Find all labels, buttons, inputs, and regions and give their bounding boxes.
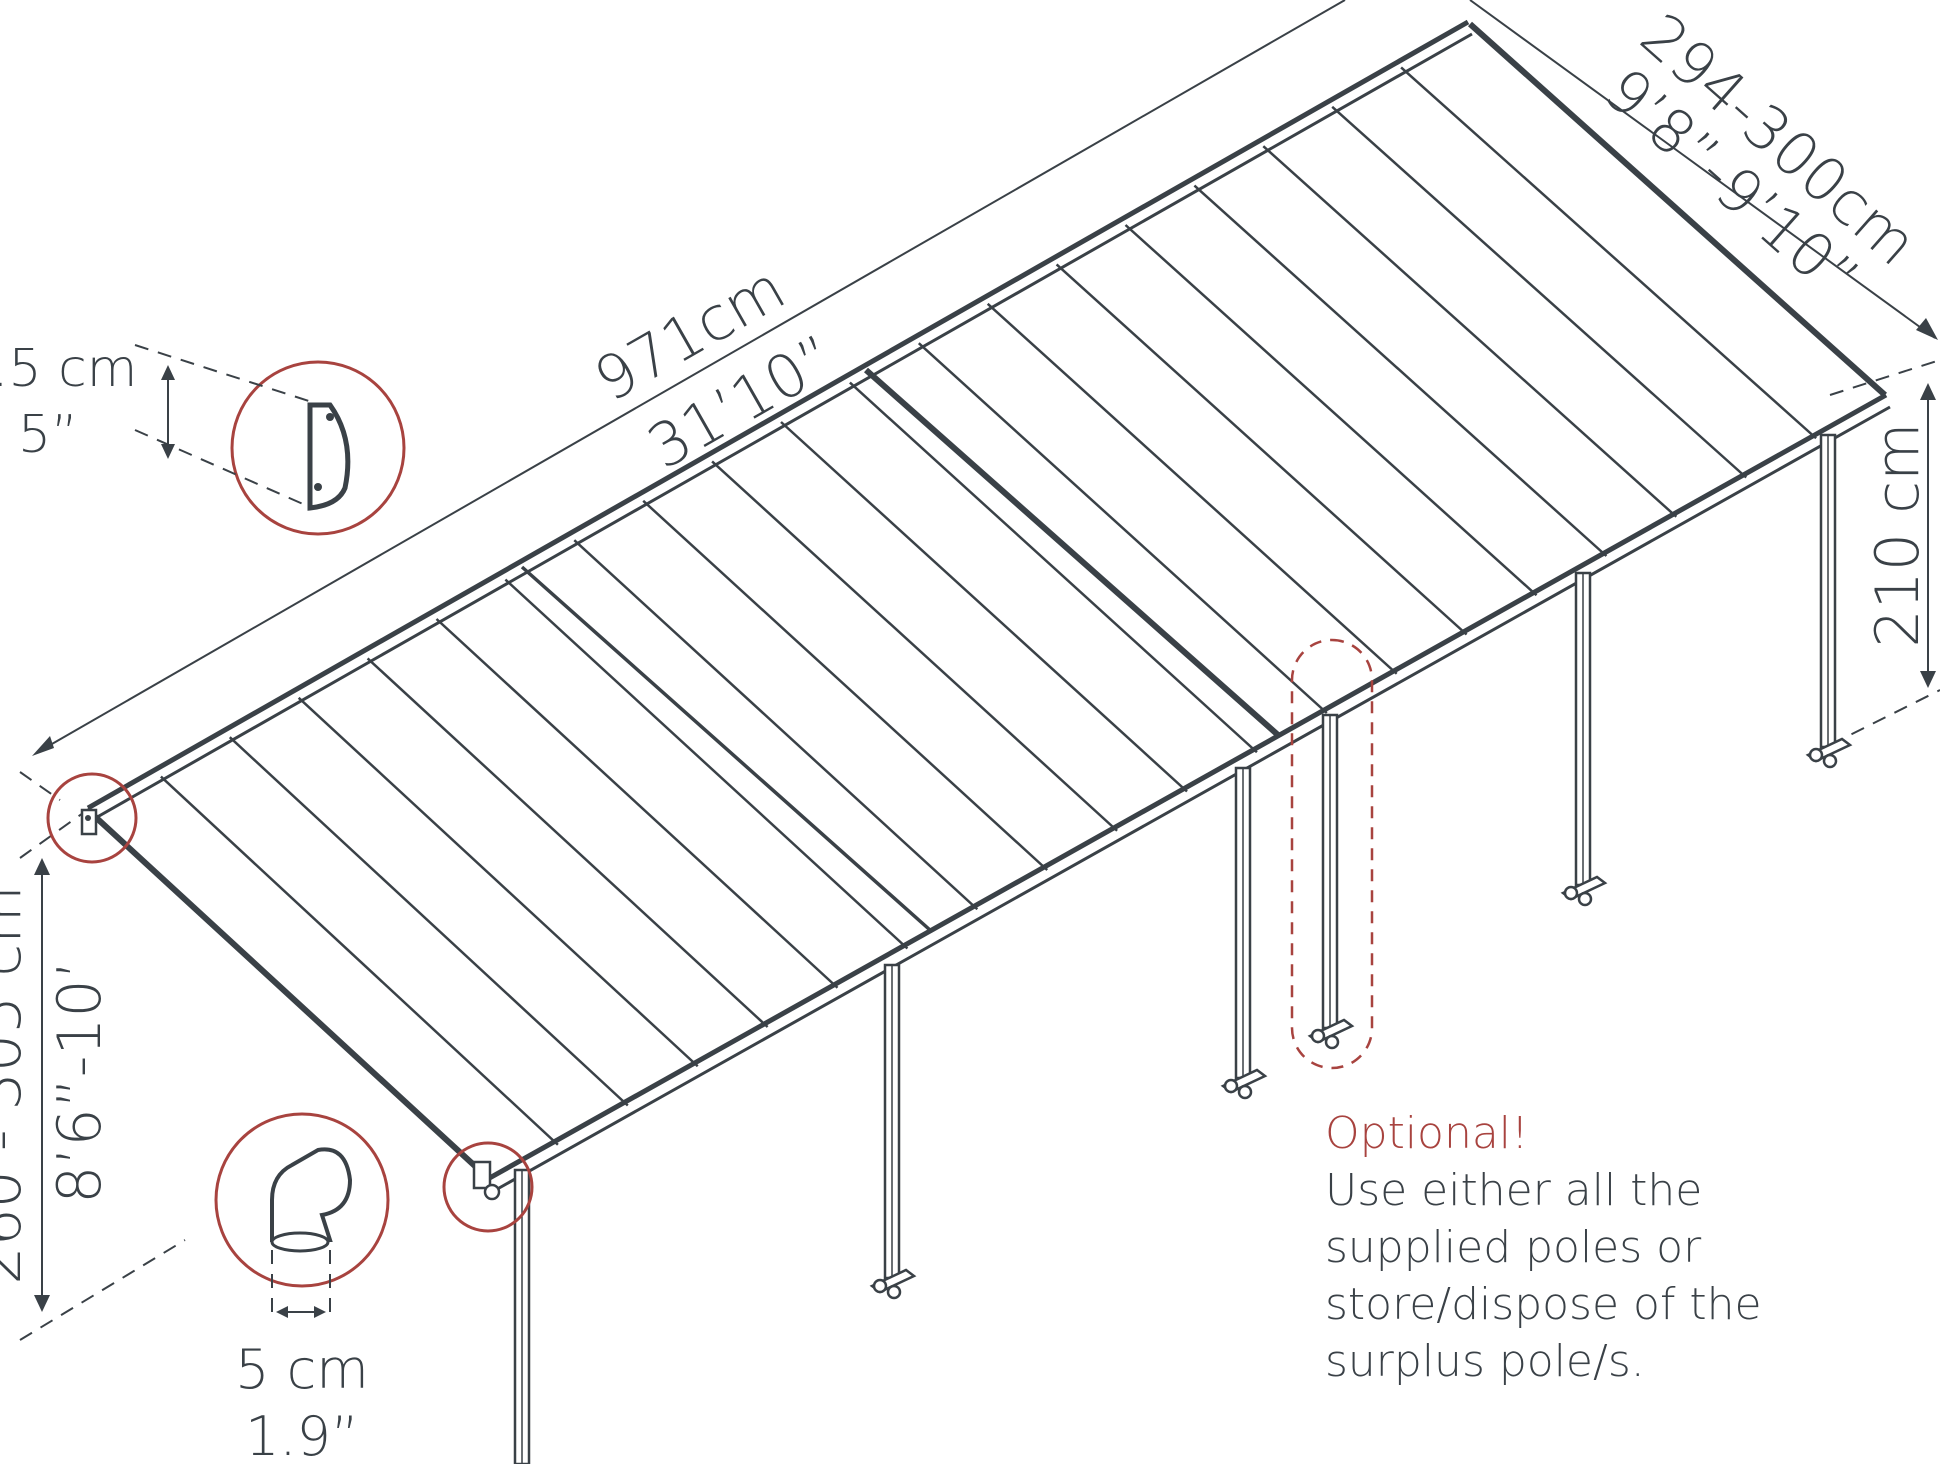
roof-panel-line: [435, 618, 839, 989]
roof-panel-line: [1124, 224, 1538, 597]
roof-panel-line: [849, 381, 1258, 754]
back-height-dimension: [19, 771, 186, 1341]
optional-note: Optional! Use either all the supplied po…: [1325, 1105, 1885, 1390]
roof-panel-line: [986, 302, 1398, 675]
roof-panel-line: [1055, 263, 1468, 636]
profile-cm-label: .5 cm: [0, 339, 137, 399]
back-height-cm-label: 260 - 305 cm: [0, 885, 35, 1284]
length-dimension-line: [32, 0, 1346, 756]
roof-panel-line: [1262, 145, 1678, 518]
support-pole: [869, 963, 917, 1300]
back-corner-fitting: [80, 808, 98, 836]
roof-panel-line: [642, 499, 1049, 871]
roof-panel-line: [160, 775, 559, 1146]
support-pole: [1220, 766, 1268, 1100]
support-poles: [513, 433, 1853, 1464]
note-heading: Optional!: [1325, 1108, 1529, 1159]
support-pole: [1805, 433, 1853, 769]
roof-panel-line: [228, 736, 629, 1107]
roof-panel-line: [780, 421, 1188, 793]
note-line-3: store/dispose of the: [1325, 1279, 1762, 1330]
support-pole: [513, 1168, 531, 1464]
note-line-2: supplied poles or: [1325, 1222, 1702, 1273]
note-line-1: Use either all the: [1325, 1165, 1703, 1216]
front-corner-fitting: [472, 1160, 501, 1201]
pole-cm-label: 5 cm: [235, 1338, 369, 1401]
support-pole: [1307, 713, 1355, 1050]
roof-panel-line: [1331, 105, 1748, 479]
roof-panel-line: [504, 578, 909, 950]
roof-panel-lines: [160, 66, 1817, 1146]
back-height-in-label: 8’6”-10’: [45, 960, 115, 1204]
front-height-label: 210 cm: [1863, 422, 1933, 647]
roof-panel-line: [1193, 184, 1608, 557]
roof-panel-line: [573, 539, 979, 911]
roof-panel-line: [1400, 66, 1817, 440]
support-pole: [1560, 571, 1608, 907]
note-line-4: surplus pole/s.: [1325, 1336, 1645, 1387]
pole-detail: [214, 1112, 390, 1322]
front-height-dimension: [1829, 359, 1940, 746]
front-corner-detail-circle: [442, 1141, 534, 1233]
pole-in-label: 1.9”: [245, 1405, 359, 1464]
back-corner-detail-circle: [46, 772, 138, 864]
profile-in-label: 5”: [18, 405, 78, 465]
optional-pole-highlight: [1290, 638, 1374, 1070]
roof-panel-line: [366, 657, 769, 1028]
roof-panel-line: [917, 342, 1328, 714]
roof-panel-line: [297, 696, 699, 1068]
roof-panel-line: [711, 460, 1118, 832]
roof-frame: [86, 19, 1891, 1194]
width-dimension-line: [1469, 0, 1938, 340]
profile-detail: [134, 344, 406, 536]
